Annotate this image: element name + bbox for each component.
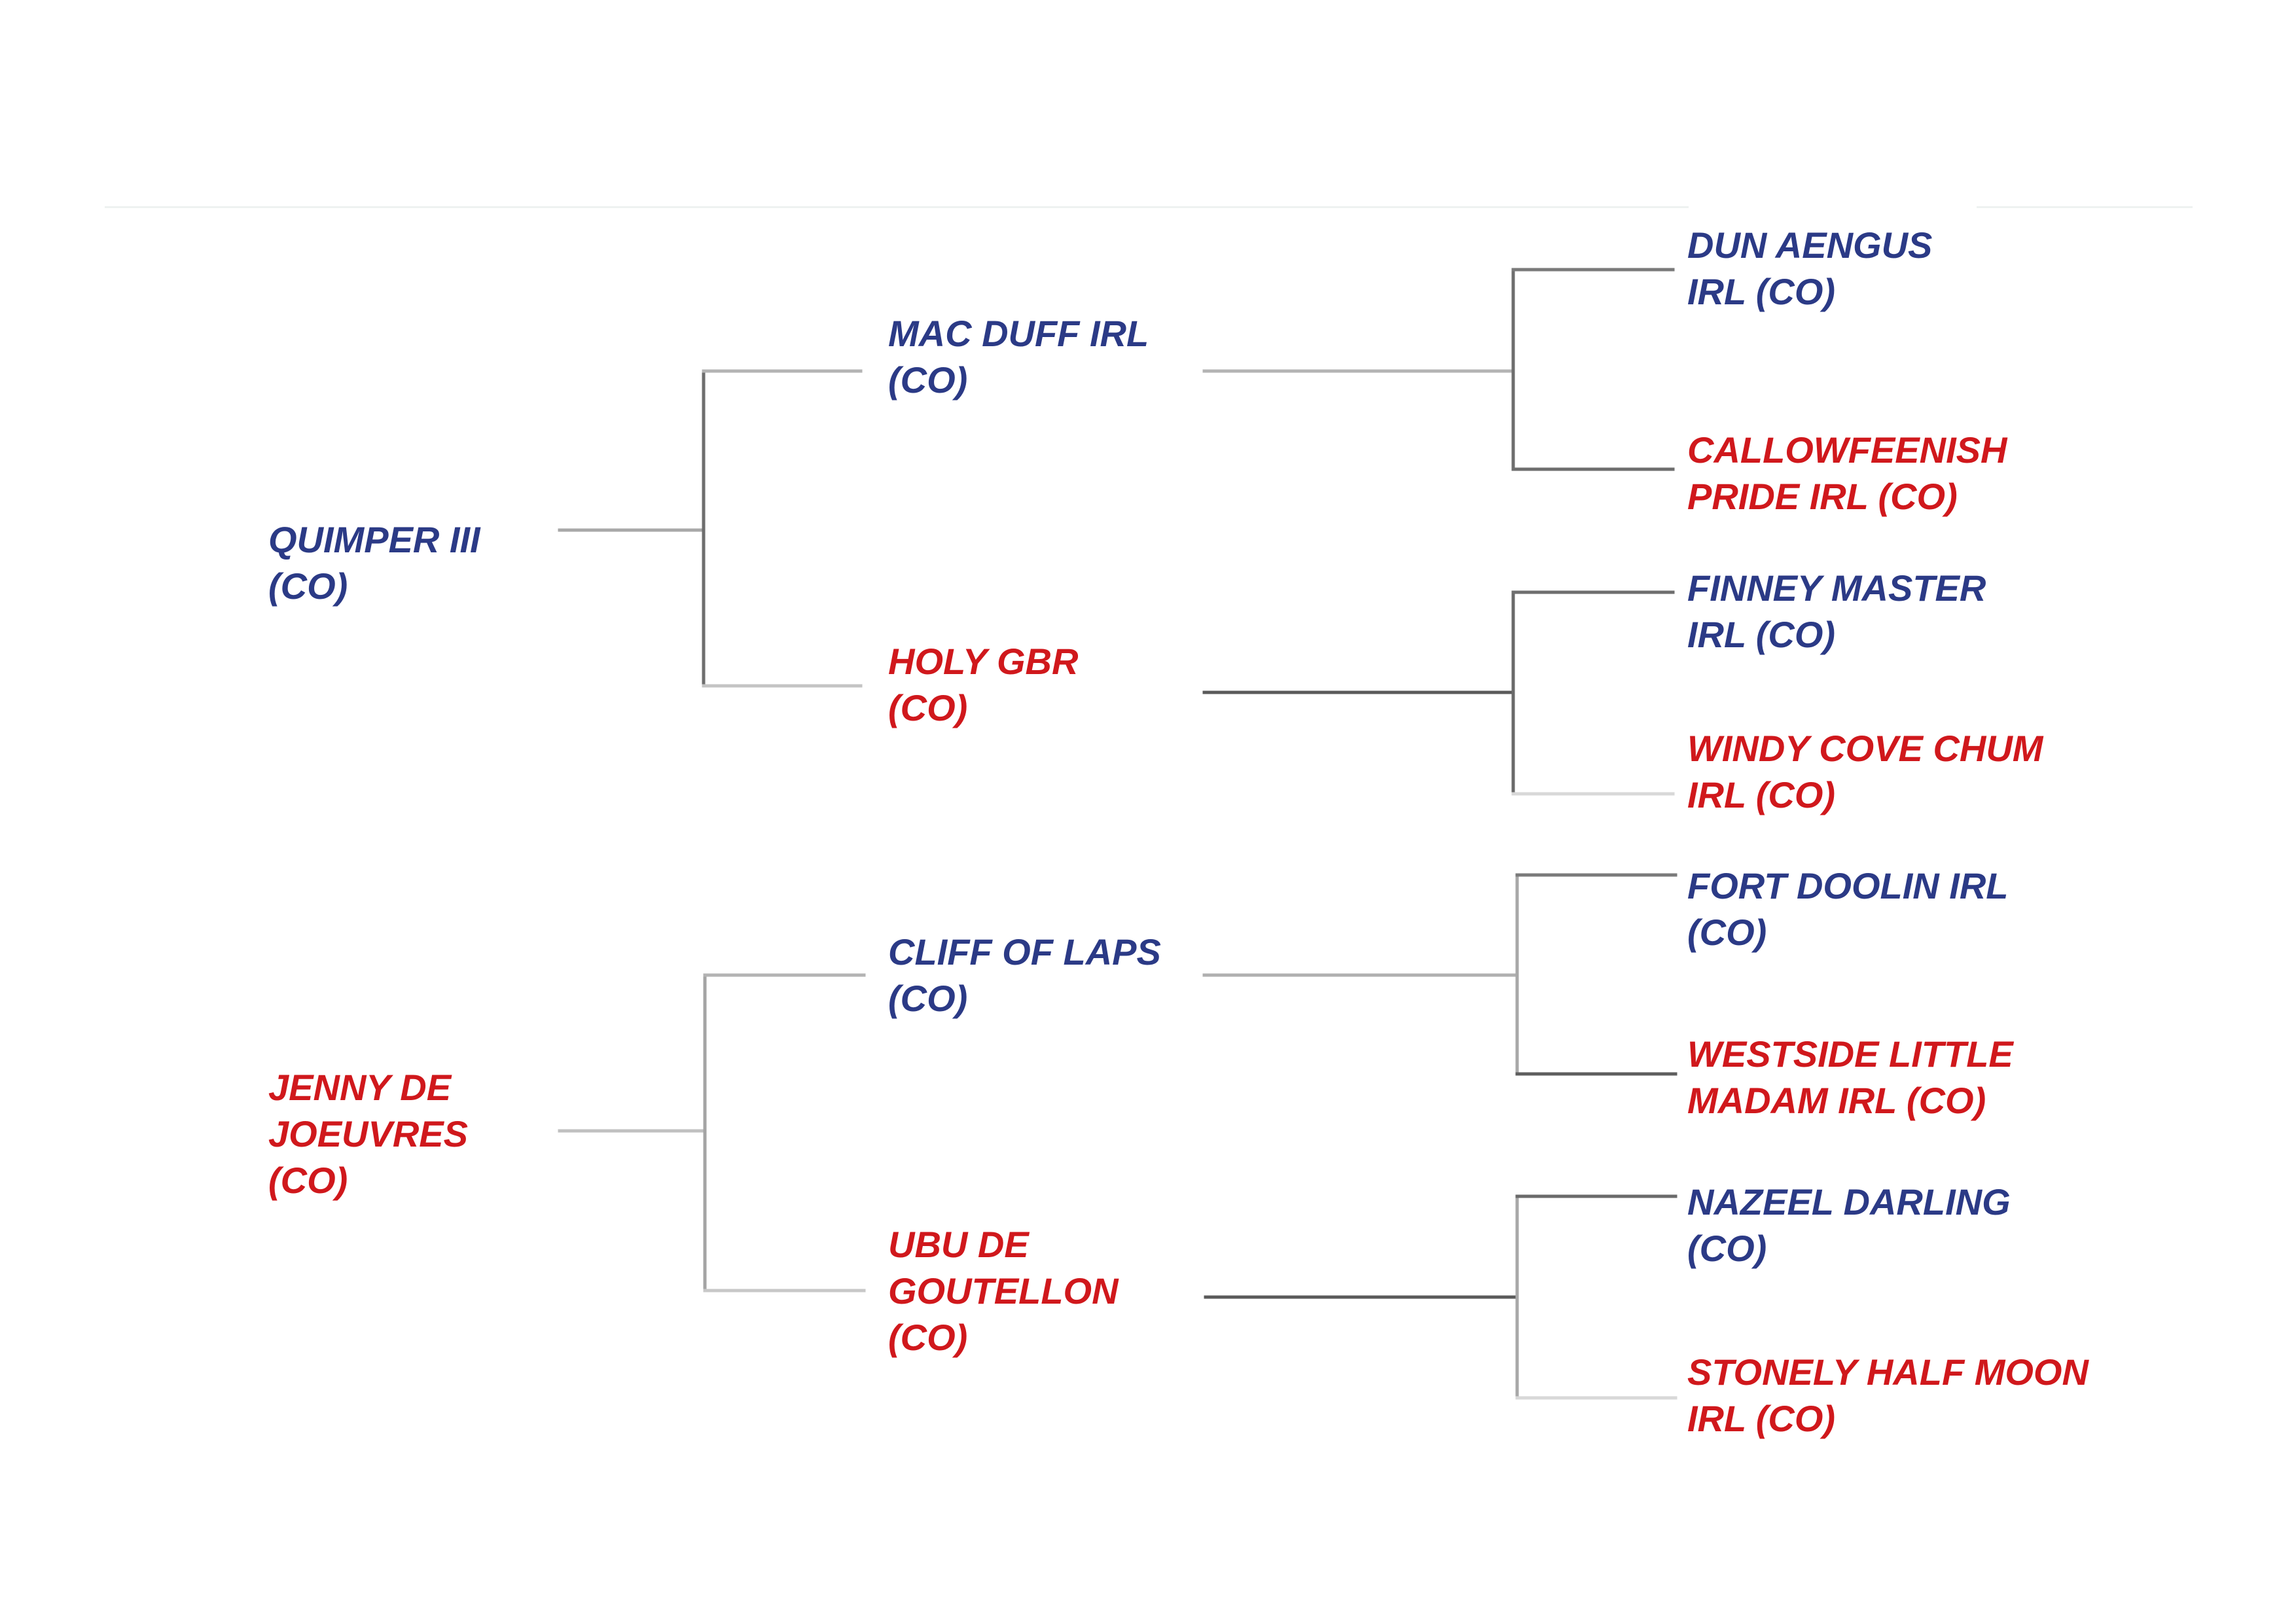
great-grandparent-name: WESTSIDE LITTLE MADAM IRL (CO) <box>1687 1033 2013 1121</box>
top-divider-right <box>1977 206 2193 208</box>
great-grandparent-name: STONELY HALF MOON IRL (CO) <box>1687 1351 2089 1439</box>
great-grandparent-name: FINNEY MASTER IRL (CO) <box>1687 567 1986 655</box>
top-divider-left <box>105 206 1689 208</box>
parent-sire-name: QUIMPER III (CO) <box>268 519 480 607</box>
grandparent-name: HOLY GBR (CO) <box>888 641 1079 728</box>
great-grandparent-name: NAZEEL DARLING (CO) <box>1687 1181 2011 1269</box>
great-grandparent-name: FORT DOOLIN IRL (CO) <box>1687 865 2009 953</box>
great-grandparent-name: WINDY COVE CHUM IRL (CO) <box>1687 728 2043 815</box>
great-grandparent-name: CALLOWFEENISH PRIDE IRL (CO) <box>1687 429 2007 517</box>
parent-dam-name: JENNY DE JOEUVRES (CO) <box>268 1067 468 1201</box>
grandparent-name: UBU DE GOUTELLON (CO) <box>888 1224 1119 1358</box>
great-grandparent-name: DUN AENGUS IRL (CO) <box>1687 224 1933 312</box>
grandparent-name: CLIFF OF LAPS (CO) <box>888 931 1161 1019</box>
grandparent-name: MAC DUFF IRL (CO) <box>888 313 1149 401</box>
